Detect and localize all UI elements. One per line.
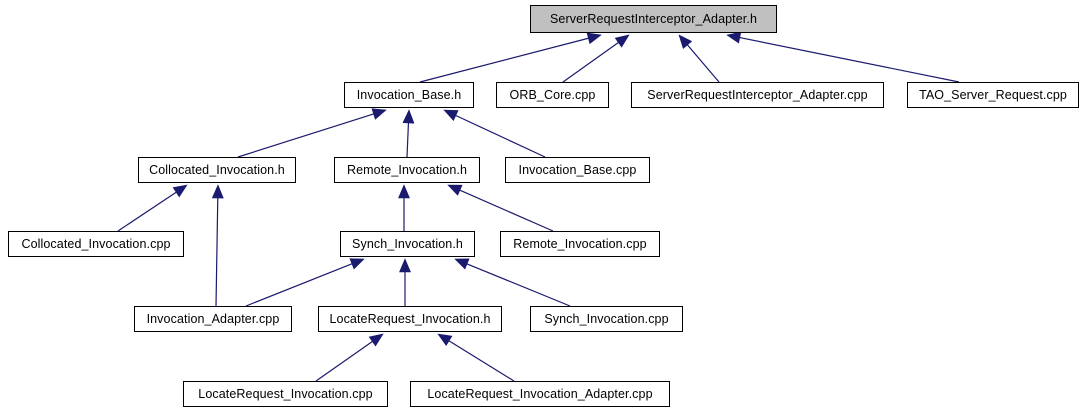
arrowhead-icon (726, 31, 742, 44)
graph-node-label: Remote_Invocation.h (346, 162, 468, 177)
graph-edge-locaterequest_invocation_h-to-synch_invocation_h (399, 258, 411, 306)
graph-edge-synch_invocation_h-to-remote_invocation_h (398, 184, 410, 231)
graph-node-tao_server_request_cpp[interactable]: TAO_Server_Request.cpp (907, 82, 1079, 108)
graph-edge-locaterequest_invocation_adapter_cpp-to-locaterequest_invocation_h (437, 333, 515, 382)
graph-node-synch_invocation_cpp[interactable]: Synch_Invocation.cpp (530, 306, 683, 332)
arrowhead-icon (678, 34, 693, 49)
graph-node-label: ORB_Core.cpp (509, 87, 596, 102)
graph-node-label: Collocated_Invocation.cpp (21, 236, 171, 251)
graph-node-label: Synch_Invocation.cpp (544, 311, 669, 326)
graph-node-locaterequest_invocation_cpp[interactable]: LocateRequest_Invocation.cpp (183, 381, 388, 407)
graph-node-collocated_invocation_h[interactable]: Collocated_Invocation.h (138, 157, 296, 183)
graph-node-label: LocateRequest_Invocation_Adapter.cpp (427, 386, 653, 401)
graph-node-label: LocateRequest_Invocation.h (329, 311, 491, 326)
graph-node-orb_core_cpp[interactable]: ORB_Core.cpp (496, 82, 609, 108)
arrowhead-icon (399, 258, 411, 273)
arrowhead-icon (368, 333, 384, 347)
graph-node-remote_invocation_cpp[interactable]: Remote_Invocation.cpp (500, 231, 660, 257)
graph-node-label: Invocation_Base.cpp (518, 162, 637, 177)
arrowhead-icon (443, 109, 459, 122)
graph-node-label: Invocation_Adapter.cpp (146, 311, 280, 326)
arrowhead-icon (447, 184, 463, 196)
graph-node-label: Synch_Invocation.h (352, 236, 463, 251)
graph-node-locaterequest_invocation_h[interactable]: LocateRequest_Invocation.h (318, 306, 502, 332)
arrowhead-icon (211, 184, 224, 199)
graph-edge-invocation_base_cpp-to-invocation_base_h (443, 109, 546, 158)
graph-node-srid_cpp[interactable]: ServerRequestInterceptor_Adapter.cpp (631, 82, 884, 108)
graph-edge-orb_core_cpp-to-srid_h (562, 34, 630, 83)
graph-node-label: Remote_Invocation.cpp (513, 236, 647, 251)
graph-node-label: ServerRequestInterceptor_Adapter.h (550, 11, 757, 26)
arrowhead-icon (402, 109, 415, 124)
arrowhead-icon (349, 258, 365, 270)
graph-edge-srid_cpp-to-srid_h (678, 34, 720, 83)
graph-node-label: LocateRequest_Invocation.cpp (198, 386, 373, 401)
graph-node-locaterequest_invocation_adapter_cpp[interactable]: LocateRequest_Invocation_Adapter.cpp (410, 381, 670, 407)
graph-edge-invocation_base_h-to-srid_h (419, 32, 602, 83)
graph-node-synch_invocation_h[interactable]: Synch_Invocation.h (340, 231, 475, 257)
graph-node-label: Collocated_Invocation.h (149, 162, 285, 177)
graph-node-remote_invocation_h[interactable]: Remote_Invocation.h (334, 157, 480, 183)
graph-node-invocation_adapter_cpp[interactable]: Invocation_Adapter.cpp (134, 306, 292, 332)
graph-node-label: TAO_Server_Request.cpp (919, 87, 1067, 102)
graph-node-label: Invocation_Base.h (356, 87, 462, 102)
arrowhead-icon (614, 34, 630, 48)
arrowhead-icon (454, 258, 470, 270)
graph-edge-locaterequest_invocation_cpp-to-locaterequest_invocation_h (315, 333, 384, 382)
graph-edge-collocated_invocation_h-to-invocation_base_h (237, 108, 387, 158)
arrowhead-icon (398, 184, 410, 199)
graph-edge-collocated_invocation_cpp-to-collocated_invocation_h (117, 184, 188, 232)
graph-node-label: ServerRequestInterceptor_Adapter.cpp (647, 87, 868, 102)
graph-node-srid_h[interactable]: ServerRequestInterceptor_Adapter.h (530, 5, 777, 33)
graph-edge-invocation_adapter_cpp-to-collocated_invocation_h (211, 184, 224, 307)
graph-edge-remote_invocation_cpp-to-remote_invocation_h (447, 184, 554, 232)
arrowhead-icon (586, 32, 602, 45)
graph-edge-remote_invocation_h-to-invocation_base_h (402, 109, 415, 158)
graph-edge-tao_server_request_cpp-to-srid_h (726, 31, 960, 83)
graph-node-invocation_base_cpp[interactable]: Invocation_Base.cpp (505, 157, 650, 183)
graph-edge-synch_invocation_cpp-to-synch_invocation_h (454, 258, 571, 307)
arrowhead-icon (172, 184, 188, 198)
arrowhead-icon (371, 108, 387, 120)
graph-node-collocated_invocation_cpp[interactable]: Collocated_Invocation.cpp (8, 231, 184, 257)
graph-edge-invocation_adapter_cpp-to-synch_invocation_h (245, 258, 365, 307)
graph-node-invocation_base_h[interactable]: Invocation_Base.h (344, 82, 474, 108)
arrowhead-icon (437, 333, 453, 347)
